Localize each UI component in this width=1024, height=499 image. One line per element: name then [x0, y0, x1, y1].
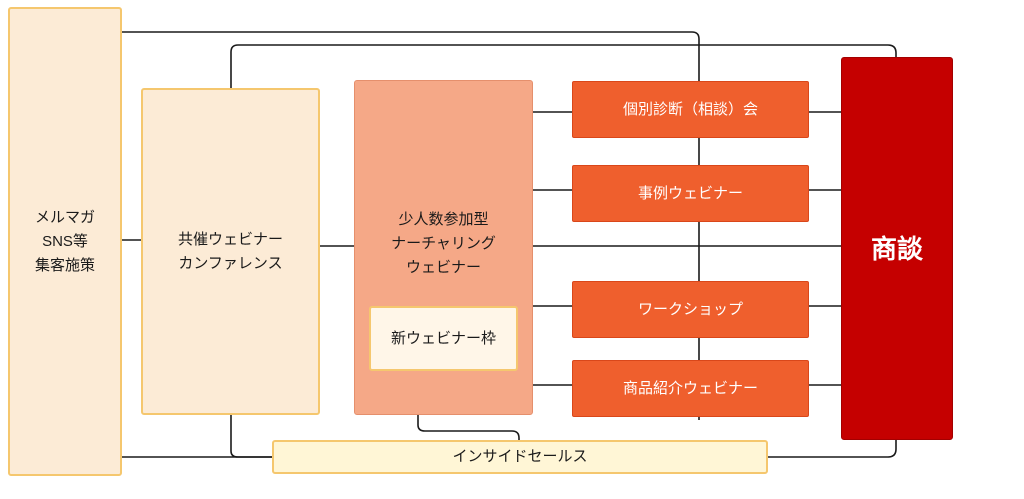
new-webinar-label: 新ウェビナー枠	[390, 329, 496, 347]
case-webinar-box: 事例ウェビナー	[572, 165, 809, 222]
new-webinar-box: 新ウェビナー枠	[369, 306, 518, 371]
workshop-label: ワークショップ	[637, 300, 743, 318]
mailmag-sns-box: メルマガ SNS等 集客施策	[8, 7, 122, 476]
line-mailmag-top	[122, 31, 700, 420]
line-inside-deal	[768, 440, 897, 458]
case-webinar-label: 事例ウェビナー	[637, 184, 743, 202]
line-nurturing-inside	[417, 415, 520, 440]
conference-label: 共催ウェビナー カンファレンス	[177, 230, 283, 272]
product-webinar-box: 商品紹介ウェビナー	[572, 360, 809, 417]
consultation-box: 個別診断（相談）会	[572, 81, 809, 138]
line-conference-inside	[230, 415, 272, 458]
inside-sales-box: インサイドセールス	[272, 440, 768, 474]
conference-box: 共催ウェビナー カンファレンス	[141, 88, 320, 415]
workshop-box: ワークショップ	[572, 281, 809, 338]
line-conference-top	[230, 44, 897, 88]
mailmag-sns-label: メルマガ SNS等 集客施策	[34, 208, 95, 274]
inside-sales-label: インサイドセールス	[452, 448, 588, 465]
nurturing-webinar-label: 少人数参加型 ナーチャリング ウェビナー	[391, 211, 496, 276]
deal-label: 商談	[870, 233, 923, 264]
product-webinar-label: 商品紹介ウェビナー	[622, 379, 758, 397]
deal-box: 商談	[841, 57, 953, 440]
consultation-label: 個別診断（相談）会	[622, 100, 758, 118]
